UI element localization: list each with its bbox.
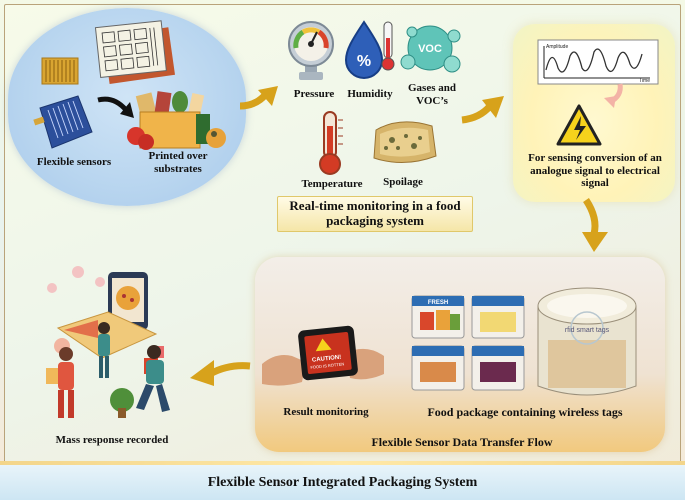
result-monitoring-label: Result monitoring bbox=[283, 406, 369, 418]
footer-title: Flexible Sensor Integrated Packaging Sys… bbox=[0, 461, 685, 500]
food-package-label: Food package containing wireless tags bbox=[427, 405, 623, 419]
curved-arrow-icon bbox=[97, 96, 134, 118]
monitoring-title: Real-time monitoring in a food packaging… bbox=[277, 196, 473, 232]
phone-in-hands-icon: CAUTION! FOOD IS ROTTEN bbox=[262, 325, 384, 386]
flow-arrow-4 bbox=[190, 360, 251, 386]
gases-voc-label: Gases and VOC’s bbox=[408, 82, 456, 107]
tag-text: rfid smart tags bbox=[565, 327, 610, 334]
comb-sensor-icon bbox=[41, 57, 79, 85]
flow-arrow-1 bbox=[239, 86, 278, 110]
flow-arrow-3 bbox=[582, 198, 608, 252]
flexible-sensors-label: Flexible sensors bbox=[36, 156, 112, 168]
transfer-flow-title: Flexible Sensor Data Transfer Flow bbox=[371, 435, 553, 449]
graph-x-label: Time bbox=[639, 78, 650, 84]
spoilage-label: Spoilage bbox=[383, 176, 423, 188]
flow-arrow-2 bbox=[461, 96, 504, 124]
graph-y-label: Amplitude bbox=[546, 44, 568, 50]
conversion-text: For sensing conversion of an analogue si… bbox=[528, 152, 662, 190]
mass-response-label: Mass response recorded bbox=[55, 434, 169, 446]
pressure-gauge-icon bbox=[288, 21, 334, 80]
smart-tag-container-icon: rfid smart tags bbox=[537, 287, 637, 396]
percent-symbol: % bbox=[357, 53, 371, 70]
signal-graph: Amplitude Time bbox=[537, 39, 659, 85]
electric-warning-icon bbox=[556, 104, 602, 146]
thermometer-icon bbox=[319, 111, 343, 175]
small-pink-arrow bbox=[604, 83, 623, 108]
package-label: FRESH bbox=[428, 300, 448, 306]
spoiled-bread-icon bbox=[373, 121, 437, 164]
food-packages-icon: FRESH bbox=[411, 295, 525, 391]
humidity-label: Humidity bbox=[347, 88, 393, 100]
phone-caution-text: CAUTION! bbox=[312, 355, 342, 364]
food-basket-icon bbox=[127, 91, 226, 150]
mass-response-illustration bbox=[46, 266, 170, 418]
humidity-icon: % bbox=[344, 20, 395, 79]
printed-circuit-icon bbox=[94, 20, 175, 84]
temperature-label: Temperature bbox=[301, 178, 363, 190]
flexible-sensor-icon bbox=[33, 95, 93, 149]
printed-over-substrates-label: Printed over substrates bbox=[148, 150, 208, 175]
voc-bubbles-icon: VOC bbox=[400, 25, 461, 73]
pressure-label: Pressure bbox=[293, 88, 335, 100]
phone-sub-text: FOOD IS ROTTEN bbox=[310, 361, 344, 370]
voc-badge: VOC bbox=[418, 43, 442, 55]
